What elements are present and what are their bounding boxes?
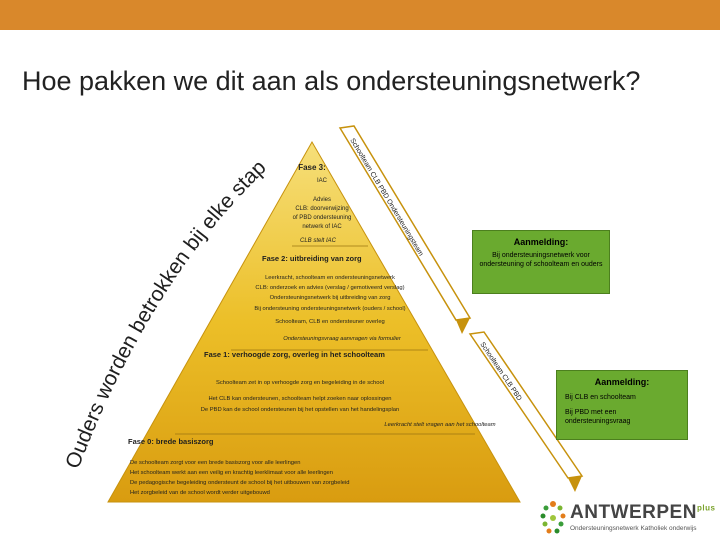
phase1-line: Schoolteam zet in op verhoogde zorg en b…	[216, 380, 384, 386]
logo-wordmark: ANTWERPENplus	[570, 502, 716, 523]
phase0-title: Fase 0: brede basiszorg	[128, 437, 214, 446]
phase3-line: CLB stelt IAC	[300, 238, 337, 244]
phase3-line: IAC	[317, 178, 328, 184]
phase3-line: of PBD ondersteuning	[293, 215, 352, 221]
phase0-line: Het schoolteam werkt aan een veilig en k…	[130, 470, 333, 476]
aanmelding-title: Aanmelding:	[594, 377, 650, 387]
aanmelding-box-lower: Aanmelding: Bij CLB en schoolteam Bij PB…	[556, 370, 688, 440]
phase0-line: De pedagogische begeleiding ondersteunt …	[130, 480, 349, 486]
top-bar	[0, 0, 720, 30]
phase2-title: Fase 2: uitbreiding van zorg	[262, 254, 362, 263]
logo-icon	[540, 501, 566, 534]
phase0-line: De schoolteam zorgt voor een brede basis…	[130, 460, 300, 466]
aanmelding-line: Bij PBD met een ondersteuningsvraag	[565, 409, 631, 425]
aanmelding-line: Bij CLB en schoolteam	[565, 394, 636, 401]
phase2-line: Schoolteam, CLB en ondersteuner overleg	[275, 319, 385, 325]
phase1-italic-line: Leerkracht stelt vragen aan het schoolte…	[384, 422, 495, 428]
aanmelding-box-upper: Aanmelding: Bij ondersteuningsnetwerk vo…	[472, 230, 610, 294]
pyramid-shape	[107, 140, 521, 503]
slide-title: Hoe pakken we dit aan als ondersteunings…	[22, 66, 641, 96]
phase0-line: Het zorgbeleid van de school wordt verde…	[130, 490, 270, 496]
phase1-line: Het CLB kan ondersteunen, schoolteam hel…	[208, 396, 391, 402]
phase3-line: netwerk of IAC	[302, 224, 342, 230]
phase2-line: Bij ondersteuning ondersteuningsnetwerk …	[254, 306, 405, 312]
lower-arrow-label: Schoolteam CLB PBD	[478, 341, 522, 402]
phase3-line: Advies	[313, 197, 331, 203]
phase3-line: CLB: doorverwijzing	[295, 206, 348, 212]
phase3-title: Fase 3:	[298, 163, 326, 172]
aanmelding-title: Aanmelding:	[513, 237, 569, 247]
phase2-italic-line: Ondersteuningsvraag aanvragen via formul…	[283, 336, 402, 342]
logo-subtitle: Ondersteuningsnetwerk Katholiek onderwij…	[570, 525, 697, 532]
aanmelding-body: Bij ondersteuningsnetwerk voor ondersteu…	[479, 252, 603, 268]
antwerpen-plus-logo: ANTWERPENplus Ondersteuningsnetwerk Kath…	[536, 496, 718, 540]
phase2-line: Ondersteuningsnetwerk bij uitbreiding va…	[270, 295, 391, 301]
phase1-title: Fase 1: verhoogde zorg, overleg in het s…	[204, 350, 385, 359]
phase2-line: Leerkracht, schoolteam en ondersteunings…	[265, 275, 395, 281]
phase2-line: CLB: onderzoek en advies (verslag / gemo…	[255, 285, 404, 291]
phase1-line: De PBD kan de school ondersteunen bij he…	[201, 407, 400, 413]
